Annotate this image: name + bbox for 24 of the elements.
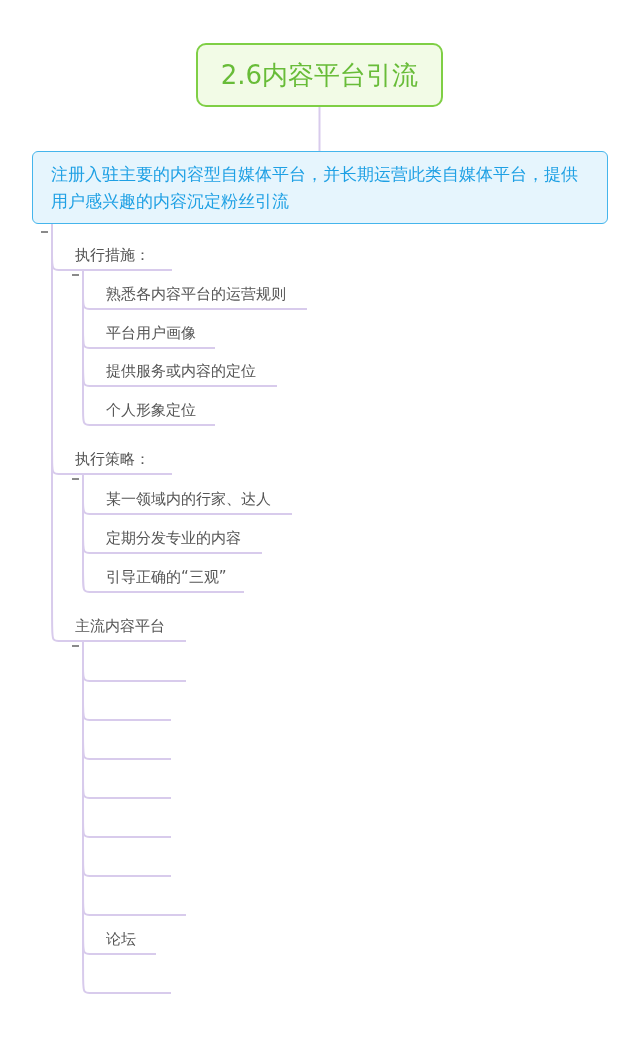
blank-branch-line: [91, 992, 171, 994]
blank-branch-line: [91, 797, 171, 799]
branch-topic: 某一领域内的行家、达人: [91, 486, 292, 515]
branch-topic: 平台用户画像: [91, 320, 215, 349]
connector-line: [318, 106, 321, 152]
blank-branch-line: [91, 758, 171, 760]
branch-topic: 主流内容平台: [60, 613, 186, 642]
central-topic-box: 2.6内容平台引流: [196, 43, 443, 107]
connector-line: [82, 474, 92, 593]
branch-topic: 执行措施：: [60, 242, 172, 271]
blank-branch-line: [91, 836, 171, 838]
branch-topic: 定期分发专业的内容: [91, 525, 262, 554]
branch-topic: 提供服务或内容的定位: [91, 358, 277, 387]
branch-topic: 引导正确的“三观”: [91, 564, 244, 593]
blank-branch-line: [91, 719, 171, 721]
blank-branch-line: [91, 914, 186, 916]
blank-branch-line: [91, 680, 186, 682]
branch-topic: 个人形象定位: [91, 397, 215, 426]
blank-branch-line: [91, 875, 171, 877]
branch-topic: 熟悉各内容平台的运营规则: [91, 281, 307, 310]
branch-topic: 执行策略：: [60, 446, 172, 475]
main-topic-box: 注册入驻主要的内容型自媒体平台，并长期运营此类自媒体平台，提供用户感兴趣的内容沉定粉丝引流: [32, 151, 608, 224]
connector-line: [82, 270, 92, 426]
branch-topic: 论坛: [91, 926, 156, 955]
